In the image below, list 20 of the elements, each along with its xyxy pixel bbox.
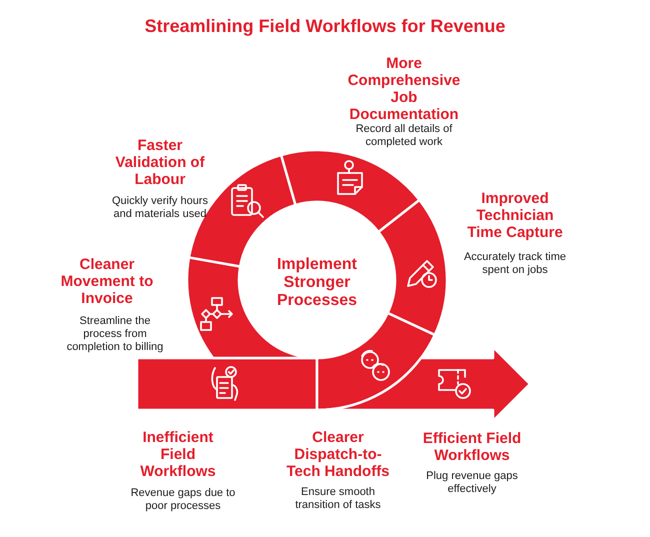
step-title: Improved Technician Time Capture (466, 190, 564, 240)
diagram-title: Streamlining Field Workflows for Revenue (144, 15, 506, 38)
arrow-shaft-segment (136, 356, 318, 412)
step-description: Revenue gaps due to poor processes (130, 486, 236, 512)
step-description: Streamline the process from completion to billing (66, 314, 164, 354)
step-description: Ensure smooth transition of tasks (294, 486, 382, 512)
step-title: Inefficient Field Workflows (139, 428, 217, 480)
step-title: Faster Validation of Labour (114, 136, 206, 188)
step-description: Record all details of completed work (354, 123, 454, 149)
step-description: Plug revenue gaps effectively (425, 470, 519, 496)
step-description: Accurately track time spent on jobs (462, 250, 568, 276)
center-label: Implement Stronger Processes (276, 256, 358, 310)
step-description: Quickly verify hours and materials used (111, 194, 209, 220)
step-title: Clearer Dispatch-to-Tech Handoffs (285, 428, 391, 480)
spiral-segment (377, 198, 448, 336)
step-title: Efficient Field Workflows (422, 430, 522, 464)
step-title: Cleaner Movement to Invoice (60, 256, 154, 306)
spiral-segment (316, 312, 436, 412)
spiral-segment (280, 148, 421, 234)
step-title: More Comprehensive Job Documentation (346, 54, 462, 122)
